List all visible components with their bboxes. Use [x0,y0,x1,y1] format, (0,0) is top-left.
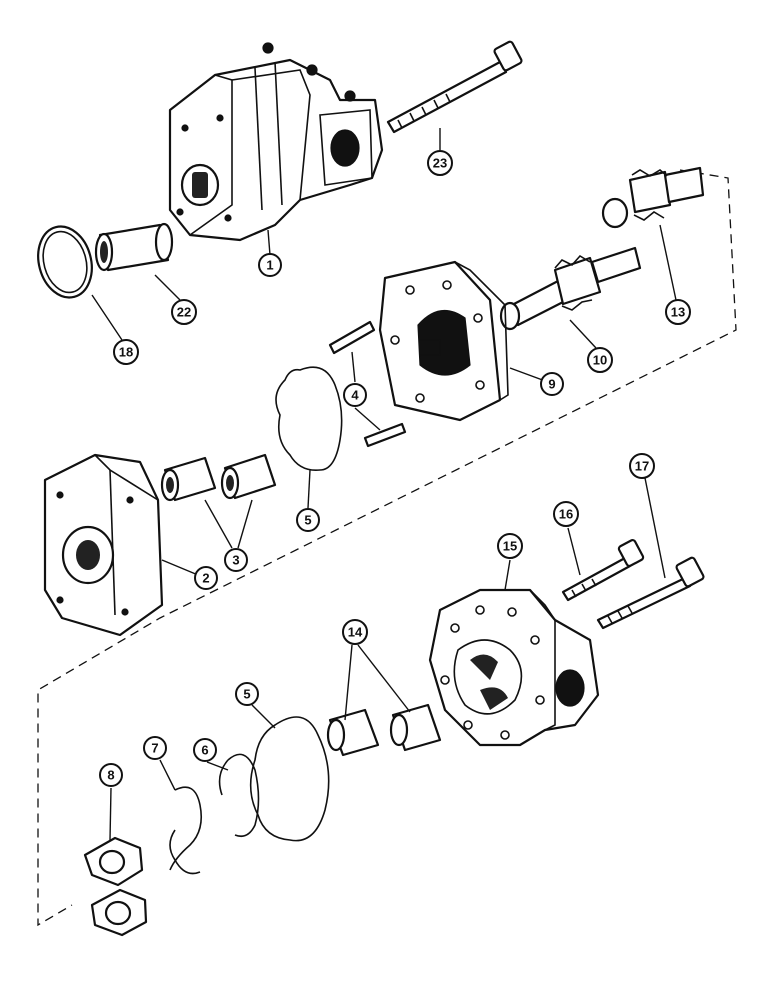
part-9-wear-plate [378,260,509,422]
callout-6: 6 [193,738,217,762]
callout-13: 13 [665,299,691,325]
part-2-gear-housing [43,453,164,637]
callout-16-label: 16 [559,507,573,522]
callout-15: 15 [497,533,523,559]
part-6-snap-ring [218,753,260,838]
part-22-coupling-sleeve [94,222,174,272]
callout-5-lower-label: 5 [243,687,250,702]
part-13-gear-shaft [601,166,705,229]
callout-22: 22 [171,299,197,325]
callout-5-upper-label: 5 [304,513,311,528]
part-5-gasket-upper [275,366,343,472]
callout-9-label: 9 [548,377,555,392]
callout-8: 8 [99,763,123,787]
part-10-drive-gear-shaft [499,246,642,331]
callout-6-label: 6 [201,743,208,758]
callout-13-label: 13 [671,305,685,320]
callout-23-label: 23 [433,156,447,171]
part-5-gasket-lower [249,716,330,842]
callout-4-label: 4 [351,388,359,403]
callout-4: 4 [343,383,367,407]
part-16-short-cap-screw [561,539,645,602]
callout-9: 9 [540,372,564,396]
part-23-long-bolt [386,40,523,134]
callout-5-upper: 5 [296,508,320,532]
leader-lines [91,128,677,841]
part-7-wire-retainer [169,786,203,875]
callout-10-label: 10 [593,353,607,368]
callout-14-label: 14 [348,625,363,640]
callout-3-label: 3 [232,553,239,568]
dashed-assembly-line [37,169,737,927]
callout-17: 17 [629,453,655,479]
callout-23: 23 [427,150,453,176]
callout-18: 18 [113,339,139,365]
callout-2-label: 2 [202,571,209,586]
part-4-dowel-pins [328,320,407,448]
part-18-o-ring [37,225,93,299]
callout-7-label: 7 [151,741,158,756]
callout-16: 16 [553,501,579,527]
callout-8-label: 8 [107,768,114,783]
part-8-seal-halves [83,836,148,937]
callout-10: 10 [587,347,613,373]
callout-22-label: 22 [177,305,191,320]
callout-1-label: 1 [266,258,273,273]
callout-18-label: 18 [119,345,133,360]
part-17-long-cap-screw [596,556,705,630]
callout-1: 1 [258,253,282,277]
part-15-cover-housing [428,588,600,747]
part-14-bushings [326,703,442,757]
callout-15-label: 15 [503,539,517,554]
callout-5-lower: 5 [235,682,259,706]
callout-17-label: 17 [635,459,649,474]
part-3-bushings [160,453,277,502]
part-1-pump-body [168,42,384,242]
callout-14: 14 [342,619,368,645]
callout-2: 2 [194,566,218,590]
callout-7: 7 [143,736,167,760]
callout-3: 3 [224,548,248,572]
